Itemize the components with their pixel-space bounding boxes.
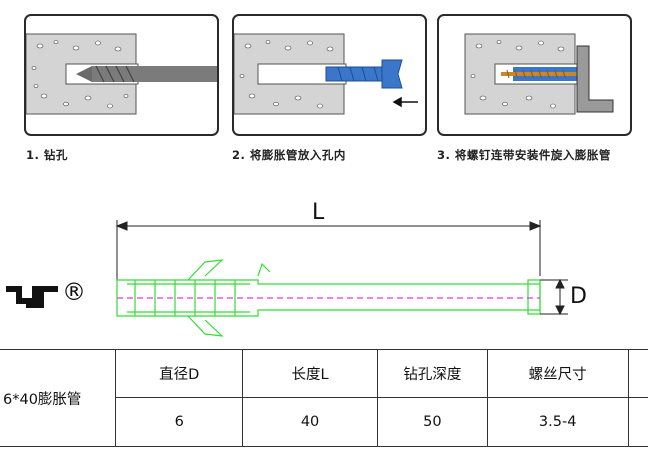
header-drill-depth: 钻孔深度: [376, 349, 488, 398]
brand-logo: [6, 286, 58, 308]
step-3-panel: [437, 14, 632, 136]
value-length: 40: [242, 397, 378, 447]
step-2-panel: [232, 14, 427, 136]
blue-anchor: [325, 59, 403, 89]
table-edge-cell: [627, 397, 648, 447]
length-dimension-line: [115, 220, 542, 290]
length-label: L: [312, 200, 325, 225]
step-1-caption: 1. 钻孔: [26, 148, 68, 162]
step-3-caption: 3. 将螺钉连带安装件旋入膨胀管: [437, 148, 611, 162]
anchor-dimension-diagram: [6, 220, 568, 337]
header-length: 长度L: [242, 349, 378, 398]
drill-bit: [92, 66, 217, 82]
value-diameter: 6: [115, 397, 244, 447]
table-edge-cell: [627, 349, 648, 398]
header-screw-size: 螺丝尺寸: [486, 349, 629, 398]
table-row: 6 40 50 3.5-4: [0, 397, 648, 447]
value-drill-depth: 50: [376, 397, 488, 447]
insert-anchor-illustration: [234, 33, 418, 115]
diameter-dimension-line: [540, 278, 568, 316]
drilling-illustration: [26, 33, 217, 115]
drill-flutes: [95, 65, 135, 83]
step-1-panel: [24, 14, 219, 136]
value-screw-size: 3.5-4: [486, 397, 629, 447]
registered-mark: ®: [62, 278, 86, 306]
table-row: 6*40膨胀管 直径D 长度L 钻孔深度 螺丝尺寸: [0, 349, 648, 447]
concrete-aggregate: [31, 40, 129, 109]
mounting-bracket: [576, 45, 614, 113]
diameter-label: D: [570, 284, 587, 309]
concrete-aggregate: [470, 40, 565, 109]
anchor-outline: [116, 259, 541, 337]
screw-in-illustration: [464, 33, 614, 115]
concrete-aggregate: [239, 40, 334, 109]
model-cell: 6*40膨胀管: [0, 349, 117, 447]
step-2-caption: 2. 将膨胀管放入孔内: [232, 148, 346, 162]
arrow-left-icon: [392, 96, 418, 108]
spec-table: 6*40膨胀管 直径D 长度L 钻孔深度 螺丝尺寸 6 40 50 3.5-4: [0, 349, 648, 447]
header-diameter: 直径D: [115, 349, 244, 398]
